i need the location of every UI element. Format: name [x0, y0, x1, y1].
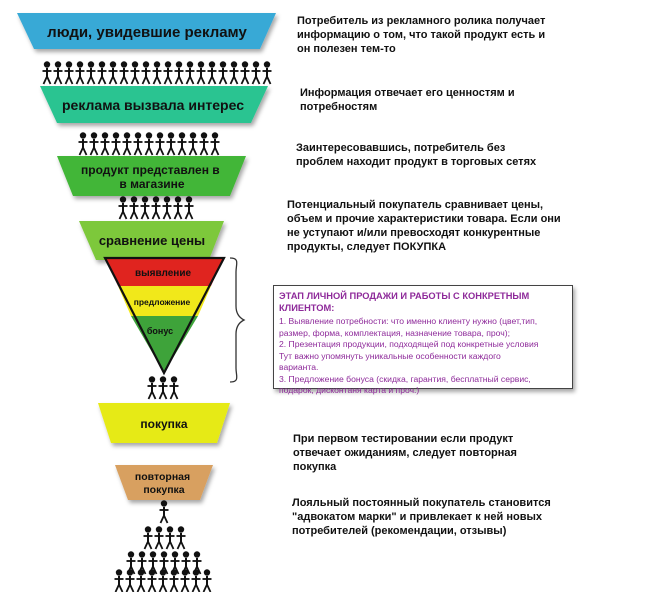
person-icon — [168, 375, 180, 400]
funnel-level-5-label: покупка — [140, 417, 188, 431]
person-icon — [143, 131, 155, 156]
person-icon — [154, 131, 166, 156]
person-icon — [239, 60, 251, 85]
person-icon — [183, 195, 195, 220]
person-icon — [153, 525, 165, 550]
person-icon — [88, 131, 100, 156]
person-icon — [52, 60, 64, 85]
person-icon — [99, 131, 111, 156]
person-icon — [179, 568, 191, 592]
sales-box-line: Тут важно упомянуть уникальные особеннос… — [279, 350, 501, 361]
person-icon — [164, 525, 176, 550]
person-icon — [206, 60, 218, 85]
person-icon — [228, 60, 240, 85]
person-icon — [146, 568, 158, 592]
person-icon — [96, 60, 108, 85]
person-icon — [146, 375, 158, 400]
person-icon — [161, 195, 173, 220]
person-icon — [74, 60, 86, 85]
funnel-level-1-label: люди, увидевшие рекламу — [47, 24, 247, 41]
person-icon — [41, 60, 53, 85]
sales-box-line: варианта. — [279, 362, 319, 372]
note-6: Лояльный постоянный покупатель становитс… — [292, 497, 551, 537]
person-icon — [158, 499, 170, 524]
person-icon — [142, 525, 154, 550]
person-icon — [201, 568, 213, 592]
inner-stage-2-label: предложение — [134, 297, 191, 307]
funnel-level-3-label: продукт представлен в в магазине — [81, 163, 223, 191]
person-icon — [139, 195, 151, 220]
person-icon — [85, 60, 97, 85]
funnel-level-1: люди, увидевшие рекламу — [17, 13, 276, 49]
person-icon — [157, 568, 169, 592]
person-icon — [128, 195, 140, 220]
person-icon — [165, 131, 177, 156]
person-icon — [168, 568, 180, 592]
funnel-level-6: повторная покупка — [115, 465, 213, 500]
person-icon — [151, 60, 163, 85]
person-icon — [135, 568, 147, 592]
note-4: Потенциальный покупатель сравнивает цены… — [287, 199, 561, 253]
sales-box-line: 3. Предложение бонуса (скидка, гарантия,… — [279, 373, 531, 384]
funnel-level-5: покупка — [98, 403, 230, 443]
person-icon — [176, 131, 188, 156]
funnel-level-4-label: сравнение цены — [99, 233, 205, 248]
person-icon — [150, 195, 162, 220]
person-icon — [140, 60, 152, 85]
inner-stage-1-label: выявление — [135, 268, 192, 279]
curly-brace — [229, 257, 246, 383]
sales-box-line: 1. Выявление потребности: что именно кли… — [279, 316, 538, 326]
sales-box-line: размер, форма, комплектация, назначение … — [279, 327, 510, 338]
funnel-level-3: продукт представлен в в магазине — [57, 156, 246, 196]
note-1: Потребитель из рекламного ролика получае… — [297, 15, 546, 55]
person-icon — [63, 60, 75, 85]
person-icon — [217, 60, 229, 85]
sales-box-line: 2. Презентация продукции, подходящей под… — [279, 339, 539, 349]
person-icon — [195, 60, 207, 85]
person-icon — [175, 525, 187, 550]
person-icon — [173, 60, 185, 85]
sales-box-line: подарок, дисконтаня карта и проч.) — [279, 385, 420, 395]
person-icon — [132, 131, 144, 156]
person-icon — [77, 131, 89, 156]
funnel-level-2-label: реклама вызвала интерес — [62, 97, 244, 113]
person-icon — [209, 131, 221, 156]
person-icon — [110, 131, 122, 156]
person-icon — [118, 60, 130, 85]
person-icon — [162, 60, 174, 85]
funnel-level-2: реклама вызвала интерес — [40, 86, 268, 123]
sales-box-title: ЭТАП ЛИЧНОЙ ПРОДАЖИ И РАБОТЫ С КОНКРЕТНЫ… — [279, 291, 530, 313]
person-icon — [187, 131, 199, 156]
funnel-level-4: сравнение цены — [79, 221, 224, 260]
person-icon — [113, 568, 125, 592]
person-icon — [129, 60, 141, 85]
inner-stage-3-label: бонус — [147, 326, 173, 336]
person-icon — [172, 195, 184, 220]
person-icon — [190, 568, 202, 592]
person-icon — [261, 60, 273, 85]
sales-stage-triangle: выявление предложение бонус — [103, 256, 226, 376]
funnel-level-6-label: повторная покупка — [135, 471, 193, 496]
person-icon — [184, 60, 196, 85]
person-icon — [117, 195, 129, 220]
person-icon — [250, 60, 262, 85]
person-icon — [157, 375, 169, 400]
person-icon — [121, 131, 133, 156]
person-icon — [107, 60, 119, 85]
sales-stage-box: ЭТАП ЛИЧНОЙ ПРОДАЖИ И РАБОТЫ С КОНКРЕТНЫ… — [273, 285, 573, 395]
person-icon — [124, 568, 136, 592]
person-icon — [198, 131, 210, 156]
